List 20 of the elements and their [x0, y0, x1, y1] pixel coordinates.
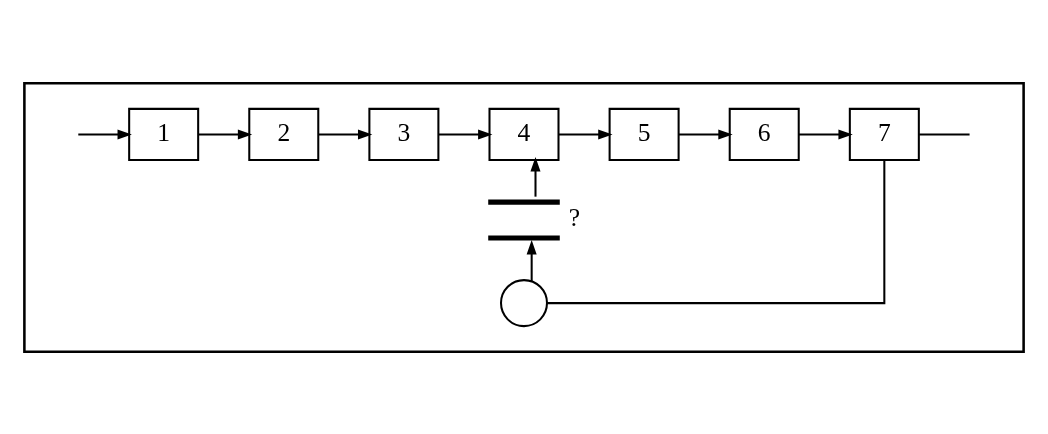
arrow [78, 128, 132, 139]
arrow [530, 156, 541, 197]
arrow [526, 239, 537, 281]
node-box: 4 [488, 107, 560, 161]
arrow [438, 128, 493, 139]
node-box: 7 [848, 107, 920, 161]
node-circle [500, 278, 548, 327]
arrow [678, 128, 733, 139]
node-box: 6 [728, 107, 800, 161]
arrow [318, 128, 373, 139]
connector [919, 132, 970, 135]
node-box: 2 [248, 107, 320, 161]
arrow [798, 128, 853, 139]
arrow [558, 128, 613, 139]
node-box: 3 [368, 107, 440, 161]
arrow [198, 128, 253, 139]
node-label: ? [568, 202, 581, 232]
connector [547, 159, 886, 304]
node-box: 1 [128, 107, 200, 161]
node-box: 5 [608, 107, 680, 161]
